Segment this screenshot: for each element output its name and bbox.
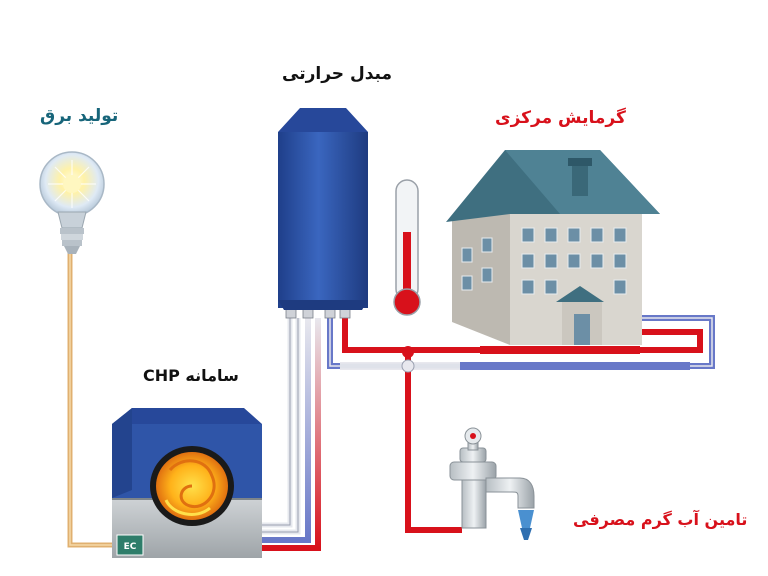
chp-badge: EC xyxy=(116,534,144,556)
water-tap-icon xyxy=(449,427,535,540)
chp-cold-pipe xyxy=(262,318,311,543)
svg-text:EC: EC xyxy=(124,542,137,552)
label-hot-water: تامین آب گرم مصرفی xyxy=(573,510,748,529)
house-icon xyxy=(446,150,660,345)
chp-return-pipe xyxy=(262,318,293,528)
label-chp-system: سامانه CHP xyxy=(143,366,239,385)
chp-hot-pipe xyxy=(262,318,321,551)
label-heat-exchanger: مبدل حرارتی xyxy=(282,64,392,84)
hot-water-pipe xyxy=(405,352,462,533)
heating-flow-pipe xyxy=(342,318,703,353)
label-electricity: تولید برق xyxy=(40,106,119,126)
thermometer-icon xyxy=(393,179,421,316)
heat-exchanger-tank xyxy=(278,108,368,310)
label-central-heating: گرمایش مرکزی xyxy=(495,108,626,128)
power-line xyxy=(67,250,112,548)
light-bulb-icon xyxy=(39,151,105,254)
chp-flow-pipe xyxy=(262,318,301,535)
